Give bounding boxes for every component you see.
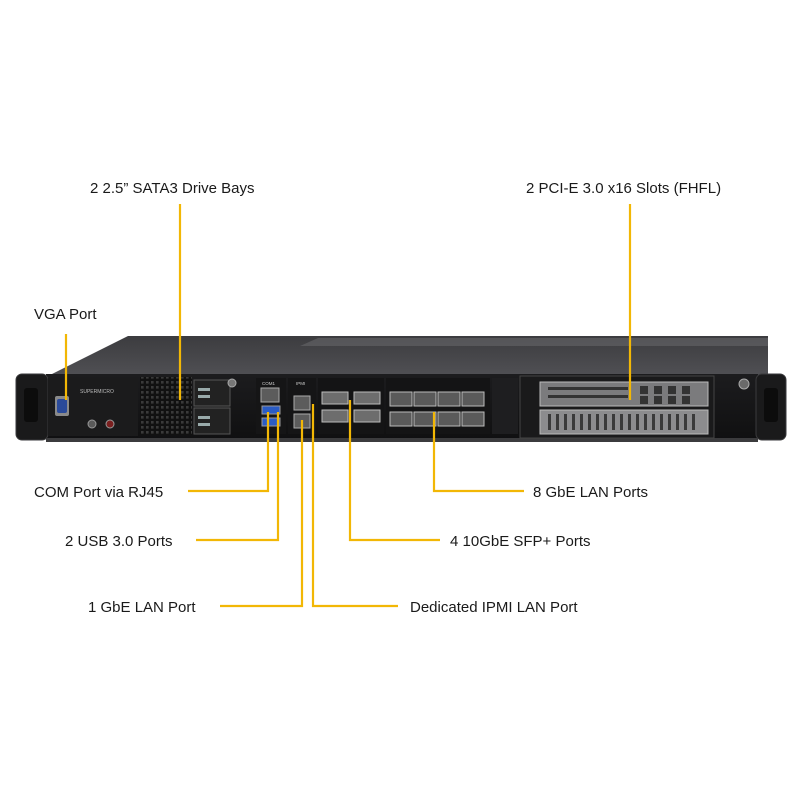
- chassis-lid-highlight: [300, 338, 768, 346]
- sfp-port-2[interactable]: [353, 391, 381, 405]
- leader-ipmi-port: [311, 404, 398, 608]
- vga-port[interactable]: [55, 396, 69, 416]
- label-sfp-ports: 4 10GbE SFP+ Ports: [450, 533, 591, 550]
- label-usb-ports: 2 USB 3.0 Ports: [65, 533, 173, 550]
- label-ipmi-port: Dedicated IPMI LAN Port: [410, 599, 578, 616]
- usb-port-2[interactable]: [261, 417, 281, 427]
- reset-button[interactable]: [105, 419, 115, 429]
- leader-com-port: [188, 412, 270, 493]
- gbe-port-3[interactable]: [437, 391, 461, 407]
- leader-usb-ports: [196, 412, 280, 542]
- pcie-slot-2[interactable]: [539, 409, 709, 435]
- label-com-port: COM Port via RJ45: [34, 484, 163, 501]
- leader-lan-ports-8: [432, 412, 524, 493]
- gbe-port-4[interactable]: [461, 391, 485, 407]
- usb-port-1[interactable]: [261, 405, 281, 415]
- drive-bays: [193, 378, 237, 435]
- thumbscrew-icon: [738, 378, 750, 390]
- leader-gbe-lan-port: [220, 420, 304, 608]
- com-port-rj45[interactable]: [260, 387, 280, 403]
- leader-sfp-ports: [348, 400, 440, 542]
- label-vga-port: VGA Port: [34, 306, 97, 323]
- label-pcie-slots: 2 PCI-E 3.0 x16 Slots (FHFL): [526, 180, 721, 197]
- power-button[interactable]: [87, 419, 97, 429]
- thumbscrew-icon: [227, 378, 237, 388]
- gbe-port-5[interactable]: [389, 411, 413, 427]
- com-port-label: COM1: [262, 381, 275, 386]
- gbe-port-6[interactable]: [413, 411, 437, 427]
- io-block-com-usb: COM1: [256, 378, 286, 434]
- drive-bay-2[interactable]: [193, 407, 231, 435]
- ipmi-lan-port[interactable]: [293, 395, 311, 411]
- front-control-panel: SUPERMICRO: [48, 378, 138, 436]
- sfp-port-3[interactable]: [321, 409, 349, 423]
- label-drive-bays: 2 2.5” SATA3 Drive Bays: [90, 180, 255, 197]
- sfp-port-4[interactable]: [353, 409, 381, 423]
- gbe-port-8[interactable]: [461, 411, 485, 427]
- pcie-slot-1[interactable]: [539, 381, 709, 407]
- gbe-port-2[interactable]: [413, 391, 437, 407]
- label-gbe-lan-port: 1 GbE LAN Port: [88, 599, 196, 616]
- brand-logo: SUPERMICRO: [80, 389, 114, 395]
- gbe-port-block: [386, 378, 490, 434]
- blank-panel: [492, 378, 518, 434]
- leader-lines: [64, 204, 632, 608]
- drive-bay-1[interactable]: [193, 379, 231, 407]
- pcie-slot-area: [519, 375, 750, 439]
- gbe-port-7[interactable]: [437, 411, 461, 427]
- callout-labels: 2 2.5” SATA3 Drive Bays 2 PCI-E 3.0 x16 …: [34, 180, 721, 616]
- gbe-port-1[interactable]: [389, 391, 413, 407]
- vent-grille: [140, 377, 192, 435]
- sfp-port-1[interactable]: [321, 391, 349, 405]
- server-chassis: SUPERMICRO COM1 IPMI: [15, 336, 787, 442]
- label-lan-ports-8: 8 GbE LAN Ports: [533, 484, 648, 501]
- chassis-bottom-lip: [46, 438, 758, 442]
- left-rack-ear: [15, 373, 49, 441]
- ipmi-port-label: IPMI: [296, 381, 305, 386]
- right-rack-ear: [755, 373, 787, 441]
